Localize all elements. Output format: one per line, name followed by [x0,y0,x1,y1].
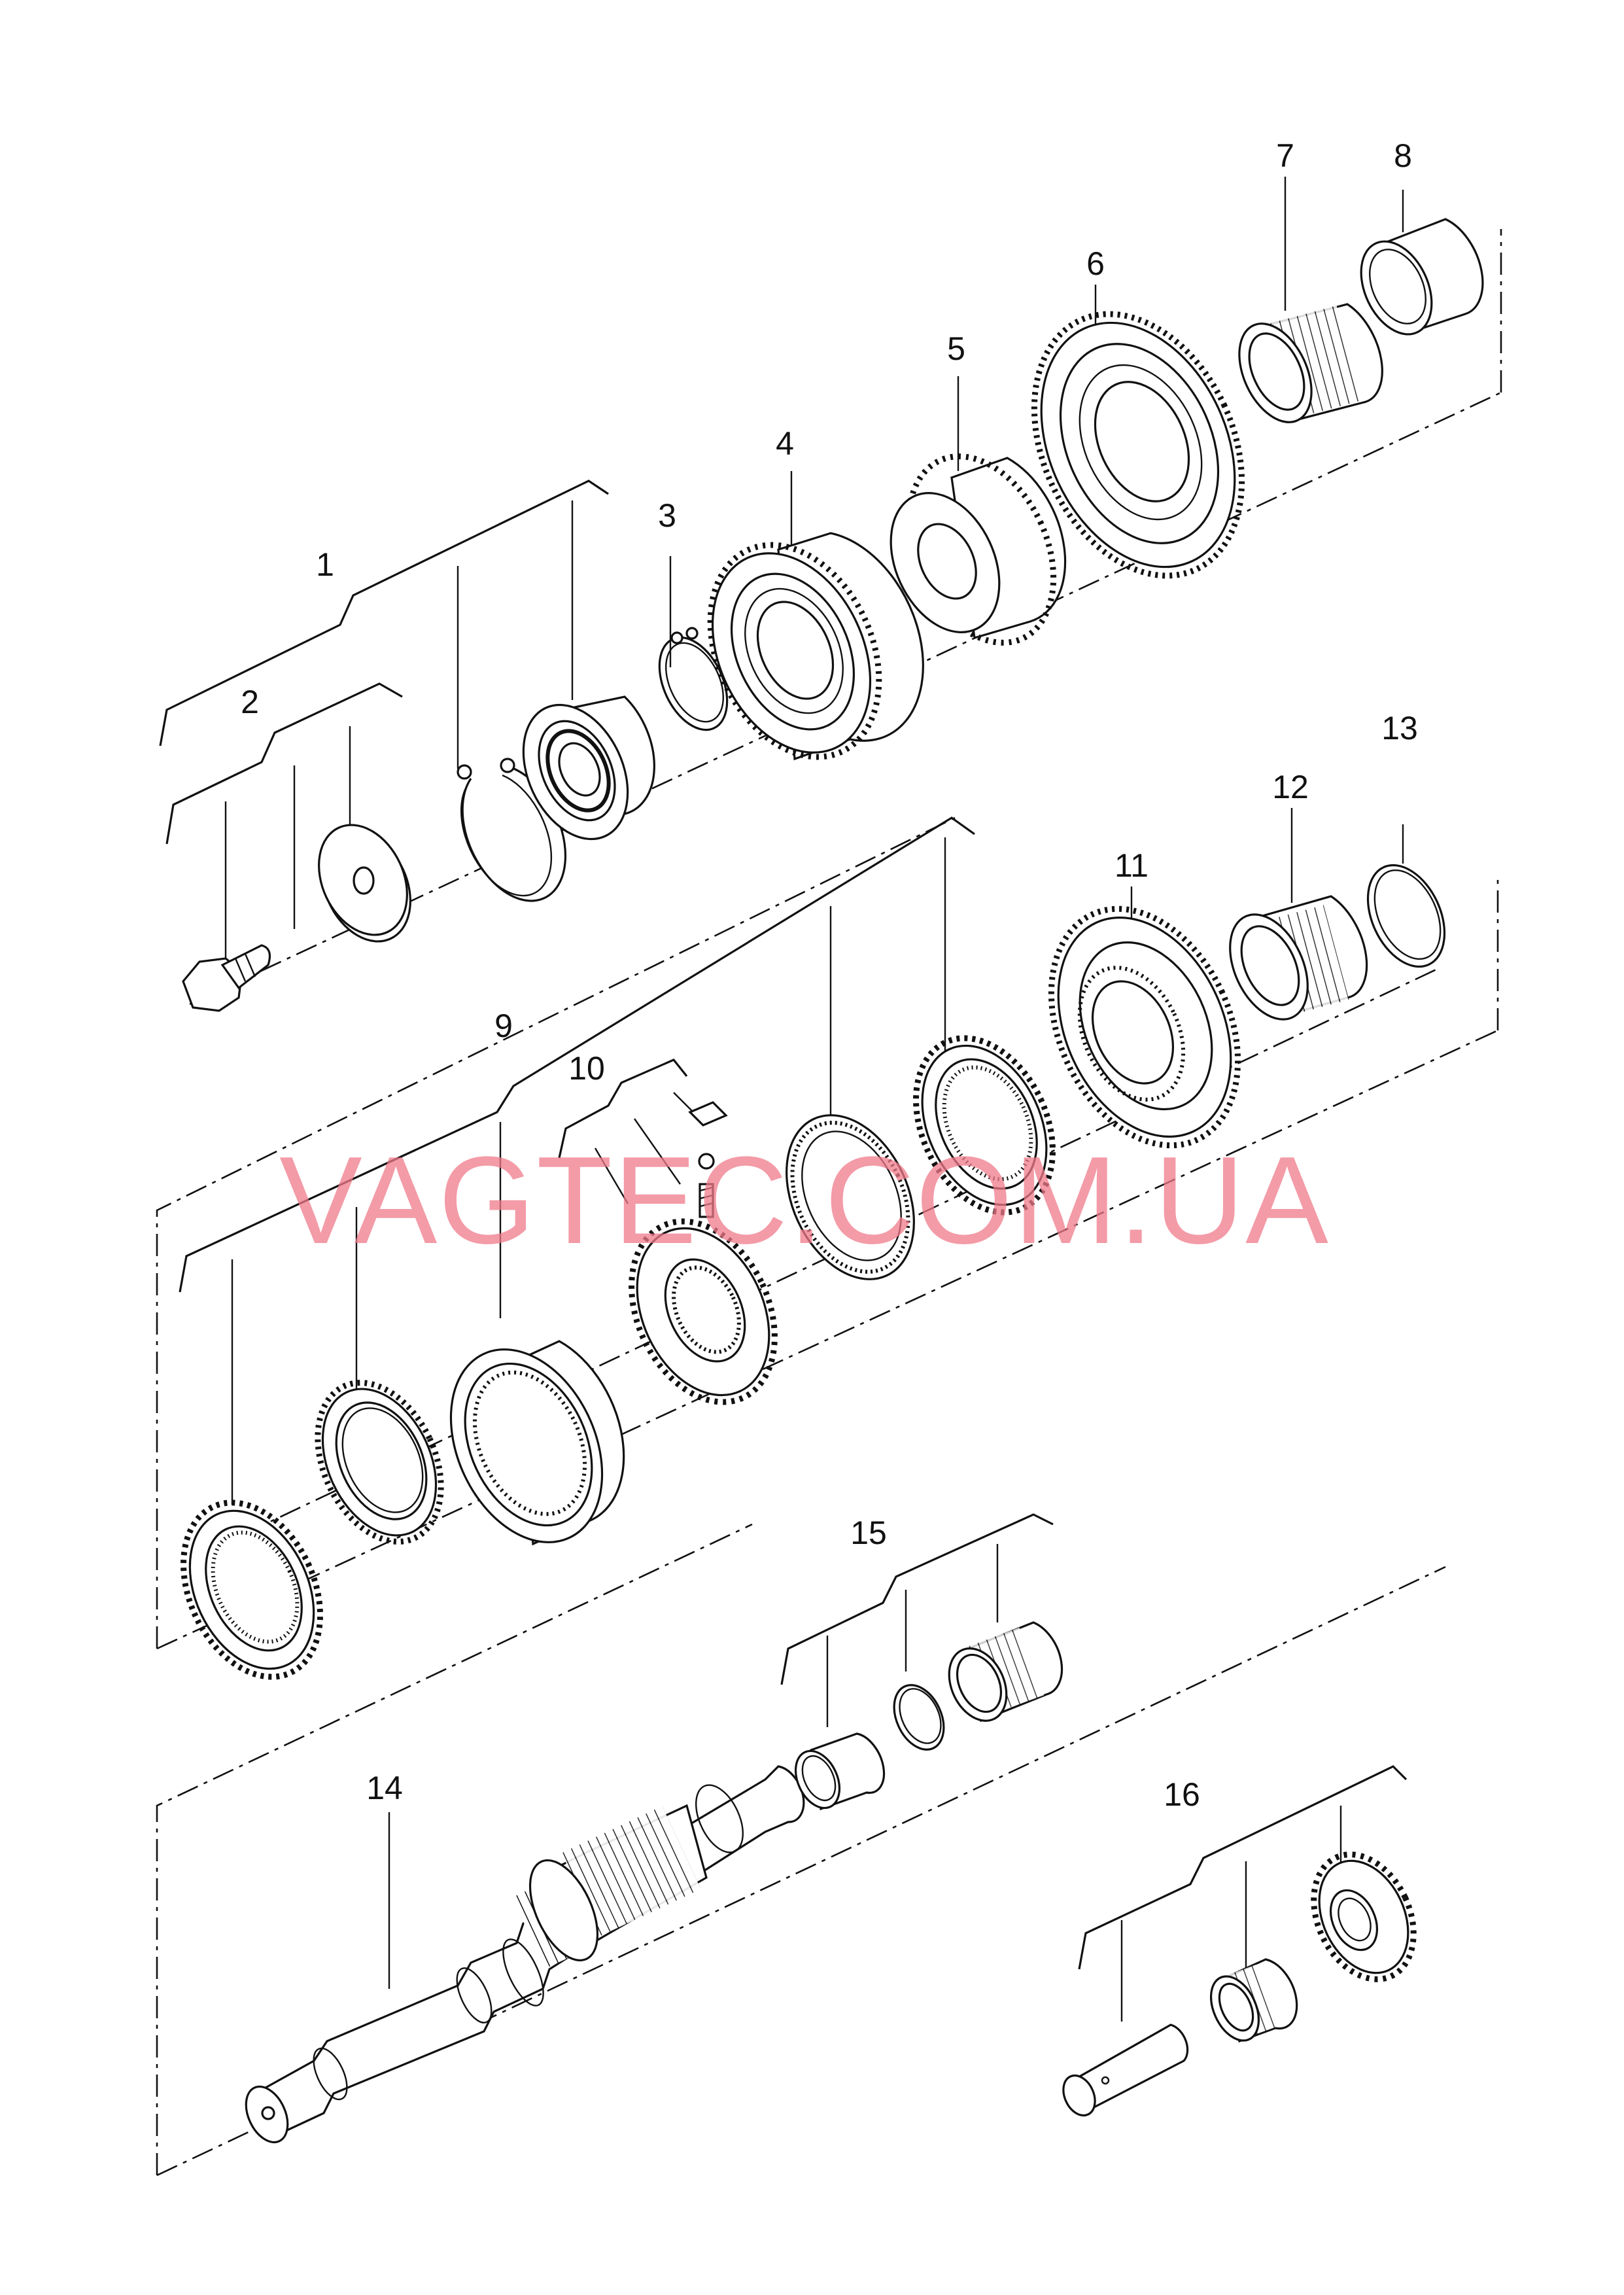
sleeve-8 [1360,218,1484,336]
axis-frame-2 [156,816,956,1649]
bracket-9 [179,816,975,1293]
spur-gear-6 [1031,311,1245,579]
bracket-2 [165,682,403,845]
callout-1: 1 [316,546,334,583]
needle-bearing-15 [948,1621,1063,1723]
callout-9: 9 [494,1007,513,1044]
retaining-ring-13 [1366,864,1446,968]
callout-5: 5 [947,330,965,367]
watermark-text: VAGTEC.COM.UA [279,1131,1330,1270]
callout-2: 2 [241,684,259,720]
bolt-part [182,944,271,1012]
synchro-hub [629,1218,778,1405]
callout-7: 7 [1276,137,1294,174]
callout-13: 13 [1381,710,1418,746]
needle-bearing-12 [1229,895,1368,1021]
bushing-15 [794,1732,886,1811]
input-shaft-14 [245,1765,805,2144]
synchro-cone-ring [913,1035,1056,1216]
spur-gear-11 [1048,905,1241,1149]
bracket-1 [159,480,609,746]
callout-11: 11 [1114,847,1149,884]
callout-10: 10 [568,1050,605,1087]
synchro-ring-middle [315,1380,444,1545]
middle-shaft-group [156,808,1499,1680]
ring-15 [893,1684,945,1751]
bracket-15 [780,1513,1054,1685]
callout-3: 3 [658,497,676,534]
detent-set [688,1101,728,1218]
callout-4: 4 [776,425,794,462]
synchro-ring-right [786,1114,915,1280]
helical-gear-5 [890,453,1067,646]
ball-bearing [522,695,655,841]
idler-gear-16 [1311,1851,1417,1982]
washer-part [318,824,411,943]
axis-frame-3 [156,1523,753,2175]
callout-16: 16 [1164,1776,1200,1813]
needle-bearing-7 [1238,303,1383,423]
needle-bearing-16 [1210,1958,1298,2043]
synchro-ring-left [181,1499,323,1680]
callout-6: 6 [1086,245,1105,282]
callout-8: 8 [1394,137,1412,174]
pin-16 [1062,2023,1189,2117]
callout-15: 15 [850,1515,887,1551]
bracket-10 [558,1059,688,1159]
helical-gear-4 [707,532,924,761]
sliding-sleeve [449,1340,625,1546]
upper-shaft-group [159,177,1502,1012]
callout-14: 14 [366,1770,403,1806]
callout-12: 12 [1272,769,1309,805]
callout-labels: 1 2 3 4 5 6 7 8 9 10 11 12 13 14 15 16 [241,137,1418,1813]
lower-shaft-group [156,1513,1446,2177]
bracket-16 [1078,1765,1408,1970]
snap-ring [658,627,729,731]
